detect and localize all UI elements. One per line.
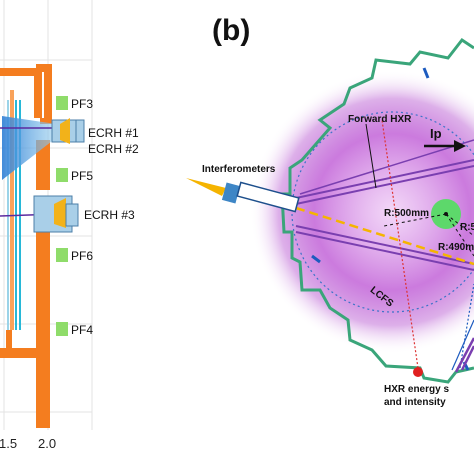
- lcfs-boundary: [291, 111, 474, 313]
- panel-b: (b): [186, 14, 474, 408]
- pf3-label: PF3: [71, 97, 93, 111]
- ecrh-launcher-1: [51, 118, 85, 144]
- ecrh-2-label: ECRH #2: [88, 142, 139, 156]
- x-tick-1-5: 1.5: [0, 436, 17, 451]
- panel-b-label: (b): [212, 14, 250, 47]
- panel-a: PF3 PF5 PF6 PF4 ECRH #1 ECRH #2 ECRH #3 …: [0, 0, 139, 451]
- r-partial-label: R:5: [460, 222, 474, 233]
- radius-lines: [383, 213, 474, 257]
- interferometers-label: Interferometers: [202, 164, 276, 175]
- pf5-label: PF5: [71, 169, 93, 183]
- ip-label: Ip: [430, 126, 442, 141]
- x-tick-2-0: 2.0: [38, 436, 56, 451]
- pf4-coil: [56, 322, 68, 336]
- pf4-label: PF4: [71, 323, 93, 337]
- vessel-wall: [280, 37, 474, 384]
- ecrh-beam-upper: [2, 116, 56, 180]
- pf5-coil: [56, 168, 68, 182]
- laser-beam: [295, 206, 474, 266]
- r490-label: R:490m: [438, 242, 474, 253]
- plasma-glow: [250, 70, 474, 354]
- pf6-coil: [56, 248, 68, 262]
- hxr-detector-dot: [413, 367, 423, 377]
- hxr-label-line-1: HXR energy s: [384, 384, 449, 395]
- r500-label: R:500mm: [384, 208, 429, 219]
- ip-arrowhead: [454, 140, 466, 152]
- forward-hxr-label: Forward HXR: [348, 114, 412, 125]
- pf6-label: PF6: [71, 249, 93, 263]
- hxr-lines-of-sight: [381, 119, 474, 373]
- forward-hxr-pointer: [365, 123, 377, 189]
- vacuum-vessel-outline: [0, 64, 52, 428]
- ecrh-3-label: ECRH #3: [84, 208, 135, 222]
- pf3-coil: [56, 96, 68, 110]
- interferometer-chords: [295, 139, 474, 271]
- interferometer-device: [186, 178, 300, 213]
- ecrh-launcher-3: [33, 195, 79, 233]
- hxr-label-line-2: and intensity: [384, 397, 446, 408]
- ecrh-1-label: ECRH #1: [88, 126, 139, 140]
